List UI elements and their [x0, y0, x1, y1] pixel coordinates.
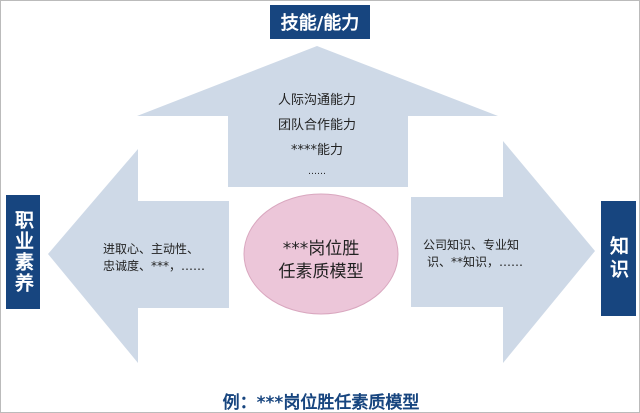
right-arrow-text: 公司知识、专业知	[423, 238, 520, 252]
right-arrow	[411, 141, 595, 363]
right-label-box: 知识	[601, 201, 636, 316]
left-arrow	[48, 149, 229, 363]
up-item: ****能力	[290, 143, 343, 158]
left-arrow-text: 忠诚度、***，……	[103, 259, 206, 273]
up-item: 团队合作能力	[277, 118, 356, 133]
up-item: 人际沟通能力	[277, 93, 356, 108]
right-arrow-text: 识、**知识，……	[427, 255, 524, 269]
center-circle	[243, 193, 399, 315]
up-item: ……	[308, 167, 326, 177]
caption: 例：***岗位胜任素质模型	[222, 393, 420, 413]
left-arrow-text: 进取心、主动性、	[103, 242, 200, 256]
left-label-box: 职业素养	[6, 195, 40, 309]
center-title: 任素质模型	[278, 262, 364, 282]
top-label-box: 技能/能力	[270, 5, 370, 39]
center-title: ***岗位胜	[282, 239, 360, 259]
up-arrow	[137, 46, 498, 187]
